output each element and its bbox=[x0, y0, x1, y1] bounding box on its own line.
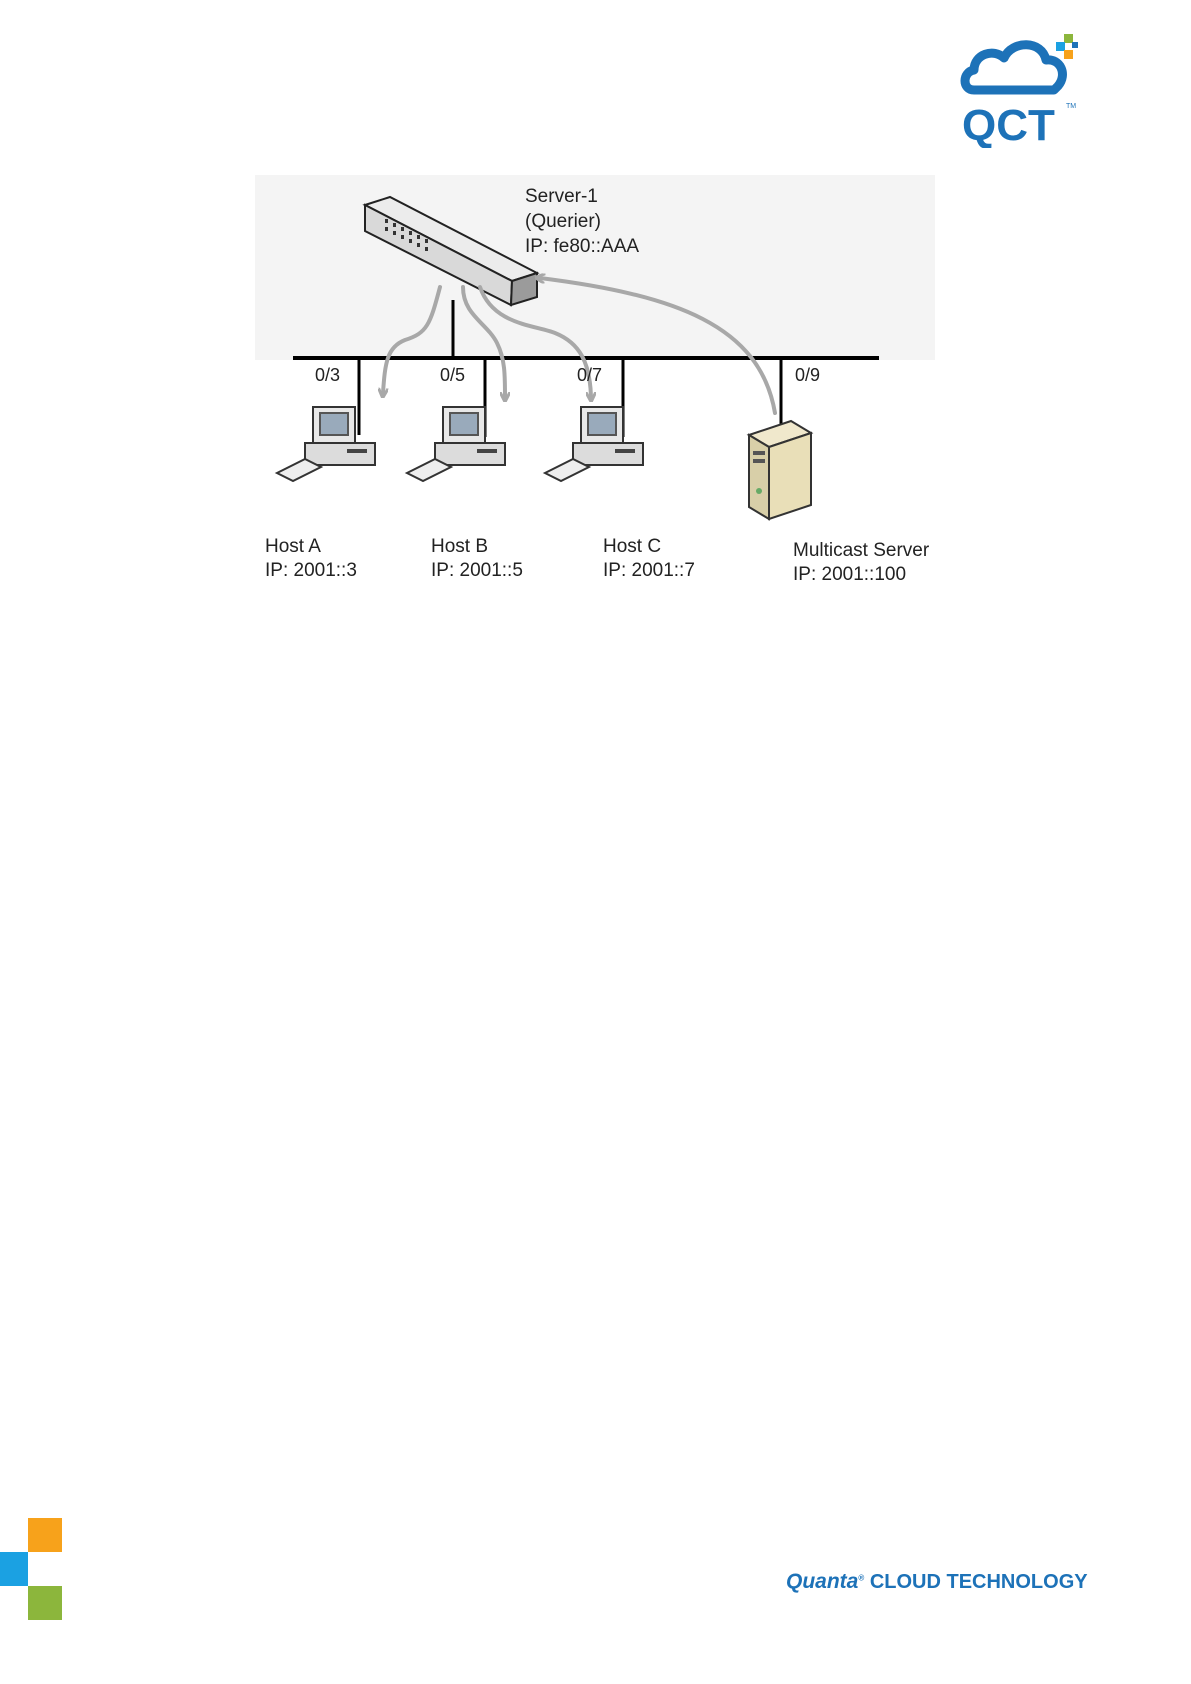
footer-registered-mark: ® bbox=[858, 1573, 864, 1582]
decorative-squares bbox=[0, 1518, 64, 1620]
host-c-ip: IP: 2001::7 bbox=[603, 559, 695, 583]
server-tower-icon bbox=[749, 421, 811, 519]
port-label: 0/9 bbox=[795, 365, 820, 386]
host-a-ip: IP: 2001::3 bbox=[265, 559, 357, 583]
host-b-name: Host B bbox=[431, 535, 488, 559]
host-a-name: Host A bbox=[265, 535, 321, 559]
mcast-server-name: Multicast Server bbox=[793, 539, 929, 563]
logo-trademark: TM bbox=[1066, 103, 1076, 110]
switch-name: Server-1 bbox=[525, 185, 598, 209]
switch-ip: IP: fe80::AAA bbox=[525, 235, 639, 259]
switch-role: (Querier) bbox=[525, 210, 601, 234]
footer-quanta: Quanta bbox=[786, 1570, 858, 1593]
mcast-server-ip: IP: 2001::100 bbox=[793, 563, 906, 587]
host-c-name: Host C bbox=[603, 535, 661, 559]
host-b-ip: IP: 2001::5 bbox=[431, 559, 523, 583]
logo-text: QCT bbox=[962, 101, 1055, 148]
port-label: 0/3 bbox=[315, 365, 340, 386]
footer-cloud-technology: CLOUD TECHNOLOGY bbox=[870, 1571, 1088, 1593]
qct-logo: QCT TM bbox=[960, 30, 1080, 148]
port-label: 0/5 bbox=[440, 365, 465, 386]
computer-icon bbox=[545, 407, 643, 481]
footer-brand: Quanta® CLOUD TECHNOLOGY bbox=[786, 1570, 1088, 1594]
computer-icon bbox=[407, 407, 505, 481]
port-label: 0/7 bbox=[577, 365, 602, 386]
network-diagram: Server-1 (Querier) IP: fe80::AAA 0/3 0/5… bbox=[255, 175, 935, 595]
